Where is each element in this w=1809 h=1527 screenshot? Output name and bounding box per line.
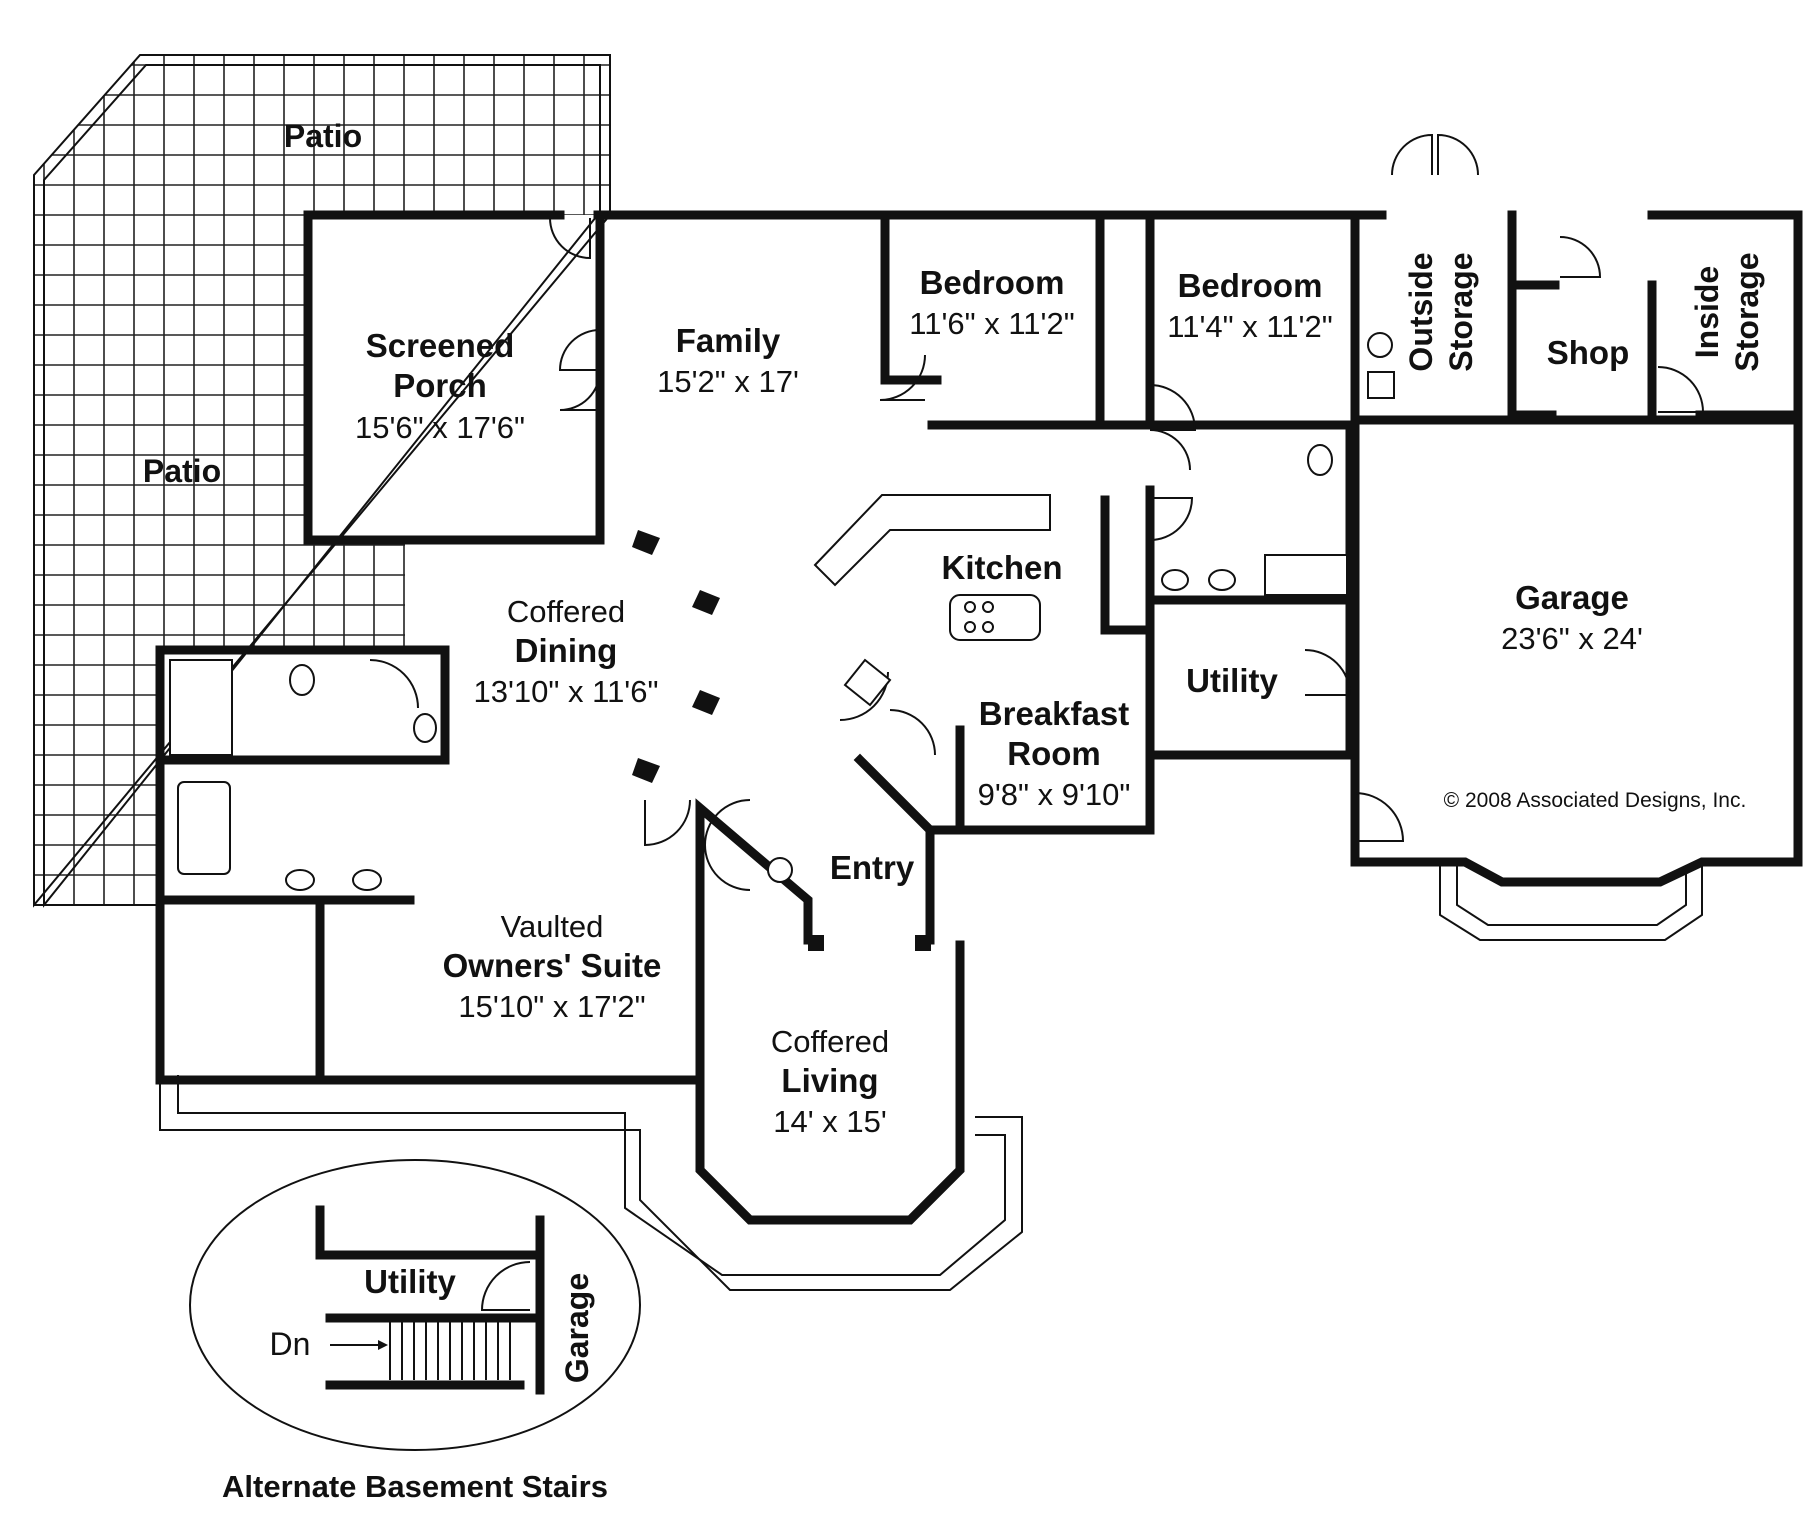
living-prefix: Coffered — [771, 1024, 889, 1059]
screened-porch-label: Screened — [366, 327, 515, 364]
bedroom-2-label: Bedroom — [1178, 267, 1323, 304]
utility-label: Utility — [1186, 662, 1278, 699]
patio-area — [33, 54, 611, 908]
screened-porch-dims: 15'6" x 17'6" — [355, 410, 525, 445]
washer-icon — [413, 713, 437, 743]
water-heater-icon — [1367, 332, 1393, 358]
dining-label: Dining — [515, 632, 618, 669]
outside-storage-label-2: Storage — [1443, 252, 1479, 371]
garage-label: Garage — [1515, 579, 1629, 616]
alternate-basement-stairs-inset — [189, 1159, 641, 1451]
owners-suite-label: Owners' Suite — [443, 947, 662, 984]
family-label: Family — [676, 322, 781, 359]
column-icon — [915, 935, 931, 951]
fireplace-icon — [843, 658, 892, 707]
patio-top-label: Patio — [284, 118, 362, 154]
sink-icon — [1161, 569, 1189, 591]
kitchen-label: Kitchen — [941, 549, 1062, 586]
bathtub-icon — [177, 781, 231, 875]
kitchen-island-icon — [949, 594, 1041, 641]
column-icon — [632, 530, 660, 555]
shower-icon — [169, 659, 233, 756]
inset-garage-label: Garage — [559, 1273, 595, 1383]
kitchen-counter-icon — [813, 494, 1051, 587]
screened-porch-label-2: Porch — [393, 367, 487, 404]
doors — [369, 133, 1705, 891]
sink-icon — [1208, 569, 1236, 591]
column-icon — [692, 590, 720, 615]
living-label: Living — [781, 1062, 878, 1099]
storage-box-icon — [1367, 371, 1395, 399]
fixtures — [169, 332, 1395, 951]
bedroom-2-dims: 11'4" x 11'2" — [1167, 309, 1332, 344]
living-dims: 14' x 15' — [773, 1104, 887, 1139]
stair-down-label: Dn — [270, 1326, 311, 1362]
bathtub-icon — [1264, 554, 1348, 596]
shop-label: Shop — [1547, 334, 1629, 371]
column-icon — [632, 758, 660, 783]
family-dims: 15'2" x 17' — [657, 364, 799, 399]
owners-suite-prefix: Vaulted — [501, 909, 604, 944]
column-icon — [808, 935, 824, 951]
breakfast-room-dims: 9'8" x 9'10" — [978, 777, 1131, 812]
garage-dims: 23'6" x 24' — [1501, 621, 1643, 656]
bedroom-1-dims: 11'6" x 11'2" — [909, 306, 1074, 341]
inside-storage-label: Inside — [1689, 266, 1725, 358]
owners-suite-dims: 15'10" x 17'2" — [458, 989, 645, 1024]
sink-icon — [352, 869, 382, 891]
breakfast-room-label: Breakfast — [979, 695, 1129, 732]
toilet-icon — [767, 857, 793, 883]
column-icon — [692, 690, 720, 715]
sink-icon — [285, 869, 315, 891]
dining-dims: 13'10" x 11'6" — [474, 674, 659, 709]
inset-caption: Alternate Basement Stairs — [222, 1469, 608, 1504]
toilet-icon — [1307, 444, 1333, 476]
entry-label: Entry — [830, 849, 915, 886]
outside-storage-label: Outside — [1403, 252, 1439, 371]
inside-storage-label-2: Storage — [1729, 252, 1765, 371]
dining-prefix: Coffered — [507, 594, 625, 629]
room-labels: Patio Patio Screened Porch 15'6" x 17'6"… — [143, 118, 1765, 1504]
walkway-outline — [159, 865, 1703, 1291]
bedroom-1-label: Bedroom — [920, 264, 1065, 301]
copyright-notice: © 2008 Associated Designs, Inc. — [1444, 789, 1747, 812]
patio-left-label: Patio — [143, 453, 221, 489]
toilet-icon — [289, 664, 315, 696]
exterior-walls — [155, 210, 1803, 1225]
inset-utility-label: Utility — [364, 1263, 456, 1300]
breakfast-room-label-2: Room — [1007, 735, 1101, 772]
